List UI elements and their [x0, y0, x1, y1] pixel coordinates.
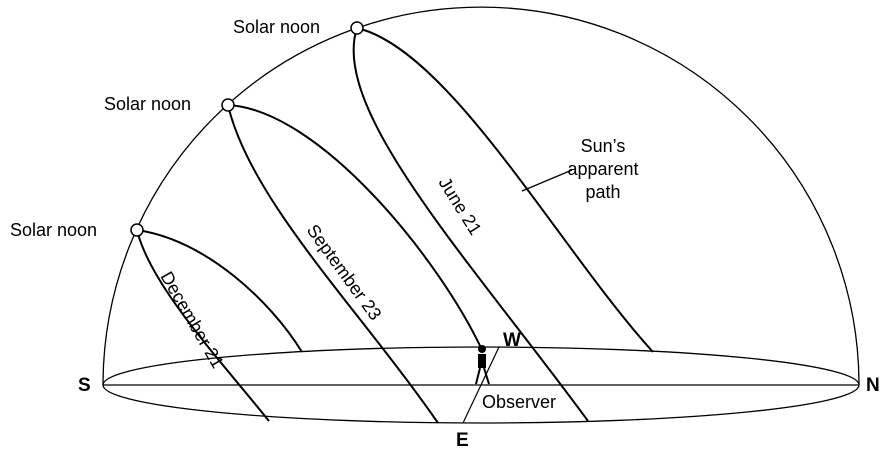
solar-noon-marker-september	[221, 98, 235, 112]
sun-path-label-line2: apparent	[567, 159, 638, 179]
west-label: W	[503, 330, 521, 351]
north-label: N	[866, 375, 880, 396]
solar-noon-label-september: Solar noon	[104, 94, 191, 114]
observer-label: Observer	[482, 392, 556, 412]
sun-path-label-line3: path	[585, 182, 620, 202]
december-path-upper	[136, 229, 303, 353]
solar-noon-marker-june	[350, 21, 364, 35]
september-path-lower	[227, 104, 439, 424]
east-label: E	[456, 430, 469, 451]
sun-path-leader-line	[521, 169, 573, 192]
solar-noon-marker-december	[130, 223, 144, 237]
september-path-upper	[227, 104, 483, 351]
south-label: S	[78, 375, 91, 396]
december-path-lower	[136, 229, 270, 422]
december-label: December 21	[157, 268, 228, 372]
east-west-line	[462, 346, 500, 424]
june-path-lower	[352, 27, 589, 422]
solar-noon-label-december: Solar noon	[10, 220, 97, 240]
sun-path-label-line1: Sun’s	[581, 136, 626, 156]
solar-noon-label-june: Solar noon	[233, 17, 320, 37]
september-label: September 23	[303, 221, 386, 324]
observer-figure	[475, 345, 490, 385]
sky-dome	[102, 6, 860, 386]
june-path-upper	[356, 27, 654, 353]
